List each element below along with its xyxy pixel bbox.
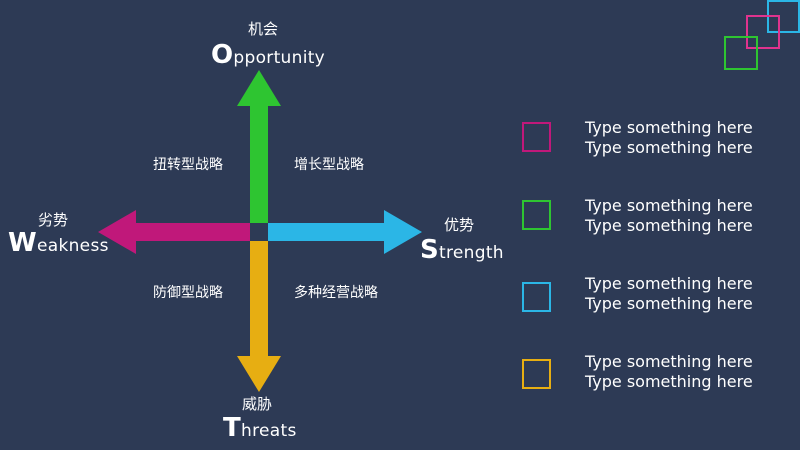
legend-item-2-line2: Type something here	[585, 216, 753, 235]
strength-cn-label: 优势	[444, 216, 475, 234]
center-square	[250, 223, 268, 241]
legend-square-yellow	[522, 359, 551, 389]
opportunity-cn-label: 机会	[248, 20, 279, 38]
opportunity-rest: pportunity	[233, 48, 326, 68]
threats-arrow	[237, 241, 281, 392]
legend-square-green	[522, 200, 551, 230]
strength-rest: trength	[439, 243, 504, 263]
legend-item-3-line2: Type something here	[585, 294, 753, 313]
strength-en-label: Strength	[420, 235, 504, 265]
strength-initial: S	[420, 235, 440, 265]
legend-square-magenta	[522, 122, 551, 152]
threats-cn-label: 威胁	[242, 395, 273, 413]
weakness-cn-label: 劣势	[38, 211, 69, 229]
quadrant-bottom-right-label: 多种经营战略	[294, 285, 378, 301]
legend-item-1: Type something here Type something here	[585, 118, 753, 158]
legend-item-4-line2: Type something here	[585, 372, 753, 391]
legend-item-2: Type something here Type something here	[585, 196, 753, 236]
quadrant-top-left-label: 扭转型战略	[153, 157, 223, 173]
deco-square-pink	[746, 15, 780, 49]
quadrant-bottom-left-label: 防御型战略	[153, 285, 223, 301]
legend-item-3: Type something here Type something here	[585, 274, 753, 314]
legend-item-1-line2: Type something here	[585, 138, 753, 157]
legend-item-4: Type something here Type something here	[585, 352, 753, 392]
opportunity-en-label: Opportunity	[211, 40, 325, 70]
legend-square-blue	[522, 282, 551, 312]
legend-item-3-line1: Type something here	[585, 274, 753, 293]
legend-item-1-line1: Type something here	[585, 118, 753, 137]
opportunity-initial: O	[211, 40, 234, 70]
weakness-en-label: Weakness	[8, 228, 109, 258]
threats-initial: T	[223, 413, 242, 443]
strength-arrow	[268, 210, 422, 254]
threats-rest: hreats	[241, 421, 297, 441]
weakness-initial: W	[8, 228, 37, 258]
legend-item-2-line1: Type something here	[585, 196, 753, 215]
opportunity-arrow	[237, 70, 281, 223]
quadrant-top-right-label: 增长型战略	[294, 157, 364, 173]
threats-en-label: Threats	[223, 413, 297, 443]
legend-item-4-line1: Type something here	[585, 352, 753, 371]
deco-square-green	[724, 36, 758, 70]
weakness-rest: eakness	[36, 236, 109, 256]
weakness-arrow	[98, 210, 250, 254]
